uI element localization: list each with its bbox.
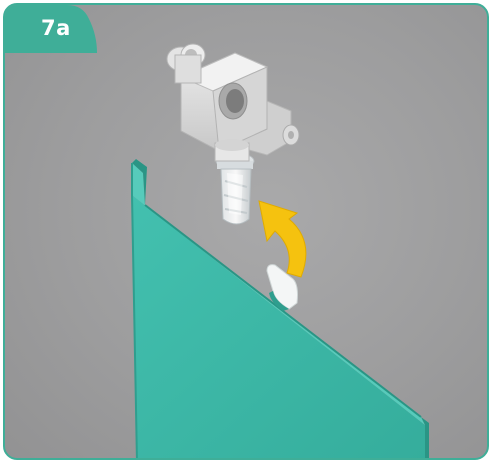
illustration-frame: 7a	[3, 3, 489, 460]
curved-arrow-icon	[259, 201, 306, 277]
step-label: 7a	[41, 16, 71, 40]
transparent-clip	[216, 153, 254, 224]
wall-bracket	[167, 44, 299, 161]
assembly-scene	[5, 5, 489, 460]
rail-panel	[132, 159, 429, 460]
